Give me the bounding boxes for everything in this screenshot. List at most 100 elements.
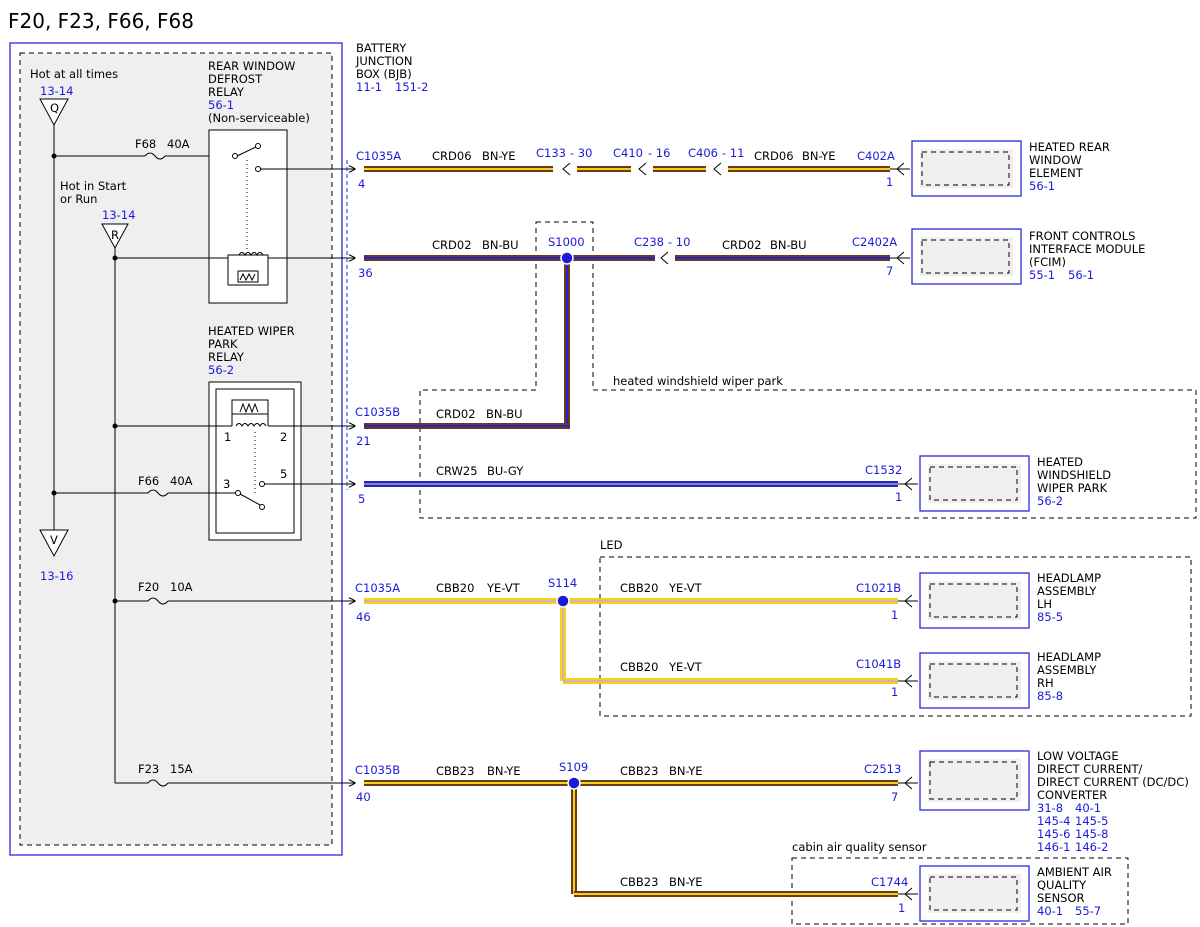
conn-c1035b: C1035B	[355, 405, 400, 419]
conn-c238: C238	[634, 235, 664, 249]
svg-text:BN-YE: BN-YE	[669, 875, 703, 889]
svg-text:CRW25: CRW25	[436, 464, 478, 478]
svg-text:15A: 15A	[170, 762, 193, 776]
svg-text:QUALITY: QUALITY	[1037, 878, 1087, 892]
ref-q: 13-14	[40, 84, 73, 98]
svg-text:1: 1	[886, 175, 893, 189]
fuse-f66-symbol	[147, 489, 169, 497]
svg-text:21: 21	[356, 434, 371, 448]
svg-text:5: 5	[280, 467, 287, 481]
svg-text:HEADLAMP: HEADLAMP	[1037, 571, 1101, 585]
svg-text:1: 1	[891, 685, 898, 699]
wire-cbb20	[364, 594, 918, 688]
fuse-f66-label: F66	[138, 474, 159, 488]
svg-text:C1035B: C1035B	[355, 763, 400, 777]
svg-text:or Run: or Run	[60, 192, 97, 206]
svg-text:R: R	[111, 228, 119, 242]
conn-c1041b: C1041B	[856, 657, 901, 671]
wire-crd02-fcim	[364, 251, 910, 429]
svg-text:INTERFACE MODULE: INTERFACE MODULE	[1029, 242, 1145, 256]
svg-text:40-1: 40-1	[1037, 904, 1063, 918]
svg-text:1: 1	[891, 608, 898, 622]
svg-text:145-4: 145-4	[1037, 814, 1070, 828]
fuse-f23-label: F23	[138, 762, 159, 776]
conn-c1035a-top: C1035A	[356, 149, 401, 163]
svg-text:7: 7	[891, 790, 898, 804]
component-heated-wiper-park: HEATED WINDSHIELD WIPER PARK 56-2	[919, 455, 1111, 512]
conn-c1021b: C1021B	[856, 581, 901, 595]
power-source-v-symbol: V	[39, 529, 69, 558]
svg-text:BU-GY: BU-GY	[487, 464, 524, 478]
svg-text:ELEMENT: ELEMENT	[1029, 166, 1084, 180]
svg-text:CRD02: CRD02	[432, 238, 472, 252]
svg-text:BN-YE: BN-YE	[487, 764, 521, 778]
splice-s114: S114	[548, 576, 577, 590]
svg-text:DIRECT CURRENT/: DIRECT CURRENT/	[1037, 762, 1143, 776]
conn-c2402a: C2402A	[852, 235, 897, 249]
svg-text:85-5: 85-5	[1037, 610, 1063, 624]
group-wiper-park-label: heated windshield wiper park	[613, 374, 783, 388]
circuit-label: CRD06	[432, 149, 472, 163]
svg-text:DIRECT CURRENT (DC/DC): DIRECT CURRENT (DC/DC)	[1037, 775, 1189, 789]
conn-c2513: C2513	[864, 762, 901, 776]
fuse-f20-label: F20	[138, 580, 159, 594]
splice-s1000: S1000	[548, 235, 585, 249]
svg-text:DEFROST: DEFROST	[208, 72, 263, 86]
component-fcim: FRONT CONTROLS INTERFACE MODULE (FCIM) 5…	[911, 228, 1145, 285]
wire-crw25	[364, 477, 918, 491]
fuse-f68-symbol	[144, 152, 166, 160]
power-source-q-symbol: Q	[39, 98, 69, 127]
svg-text:55-7: 55-7	[1075, 904, 1101, 918]
svg-text:55-1: 55-1	[1029, 268, 1055, 282]
svg-text:36: 36	[358, 266, 373, 280]
svg-text:56-1: 56-1	[1029, 179, 1055, 193]
wire-cbb23	[364, 776, 918, 901]
wiper-park-relay: 1 2 3 5	[208, 381, 302, 541]
bjb-label: BATTERY JUNCTION BOX (BJB) 11-1 151-2	[355, 41, 428, 94]
svg-text:2: 2	[280, 430, 287, 444]
svg-text:REAR WINDOW: REAR WINDOW	[208, 59, 295, 73]
svg-text:C1035A: C1035A	[355, 581, 400, 595]
svg-text:RELAY: RELAY	[208, 350, 245, 364]
svg-text:56-1: 56-1	[1068, 268, 1094, 282]
svg-text:BATTERY: BATTERY	[356, 41, 407, 55]
svg-text:FRONT CONTROLS: FRONT CONTROLS	[1029, 229, 1135, 243]
fuse-f23-symbol	[147, 779, 169, 787]
component-headlamp-lh: HEADLAMP ASSEMBLY LH 85-5	[919, 571, 1101, 629]
svg-text:146-1: 146-1	[1037, 840, 1070, 854]
group-led	[599, 556, 1192, 717]
svg-text:CBB20: CBB20	[436, 581, 474, 595]
svg-text:146-2: 146-2	[1075, 840, 1108, 854]
svg-text:40: 40	[356, 790, 371, 804]
svg-text:1: 1	[895, 490, 902, 504]
svg-text:CBB20: CBB20	[620, 581, 658, 595]
svg-text:WIPER PARK: WIPER PARK	[1037, 481, 1108, 495]
svg-text:JUNCTION: JUNCTION	[355, 54, 413, 68]
color-label: BN-YE	[482, 149, 516, 163]
svg-text:1: 1	[898, 901, 905, 915]
conn-c406: C406	[688, 146, 718, 160]
svg-text:PARK: PARK	[208, 337, 238, 351]
svg-text:56-2: 56-2	[1037, 494, 1063, 508]
group-led-label: LED	[600, 538, 623, 552]
svg-text:AMBIENT AIR: AMBIENT AIR	[1037, 865, 1112, 879]
svg-text:HEATED REAR: HEATED REAR	[1029, 140, 1110, 154]
svg-text:5: 5	[358, 492, 365, 506]
page-title: F20, F23, F66, F68	[8, 9, 194, 33]
fuse-f20-symbol	[147, 597, 169, 605]
power-source-r-symbol: R	[101, 223, 129, 250]
hot-at-all-times-label: Hot at all times	[30, 67, 118, 81]
svg-text:V: V	[50, 533, 58, 547]
svg-text:CBB23: CBB23	[620, 764, 658, 778]
svg-text:WINDOW: WINDOW	[1029, 153, 1082, 167]
conn-c1744: C1744	[871, 875, 908, 889]
ref-v: 13-16	[40, 569, 73, 583]
wiper-park-relay-label: HEATED WIPER PARK RELAY 56-2	[208, 324, 295, 377]
svg-text:145-8: 145-8	[1075, 827, 1108, 841]
component-dcdc-converter: LOW VOLTAGE DIRECT CURRENT/ DIRECT CURRE…	[919, 749, 1189, 854]
svg-text:3: 3	[223, 477, 230, 491]
svg-text:YE-VT: YE-VT	[668, 581, 703, 595]
wire-crd06	[364, 162, 910, 176]
svg-text:151-2: 151-2	[395, 80, 428, 94]
